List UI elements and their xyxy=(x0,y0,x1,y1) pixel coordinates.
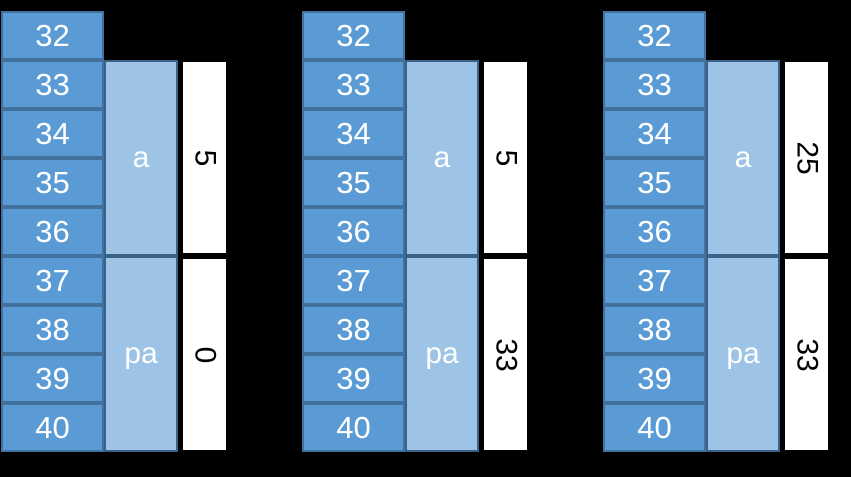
address-column: 32 33 34 35 36 37 38 39 40 xyxy=(302,11,405,452)
memory-cell-label: 37 xyxy=(637,263,672,298)
memory-cell: 36 xyxy=(603,207,706,256)
memory-cell: 39 xyxy=(603,354,706,403)
memory-cell-label: 39 xyxy=(336,361,371,396)
value-column: 5 33 xyxy=(482,60,529,452)
value-box-pa: 0 xyxy=(181,257,228,452)
memory-cell: 34 xyxy=(1,109,104,158)
region-pa-label: pa xyxy=(726,337,760,370)
memory-cell: 38 xyxy=(603,305,706,354)
memory-cell-label: 32 xyxy=(336,18,371,53)
memory-cell-label: 40 xyxy=(35,410,70,445)
address-column: 32 33 34 35 36 37 38 39 40 xyxy=(603,11,706,452)
memory-cell-label: 38 xyxy=(35,312,70,347)
memory-cell-label: 33 xyxy=(336,67,371,102)
rotated-value-a: 5 xyxy=(188,149,222,166)
memory-cell-label: 38 xyxy=(637,312,672,347)
memory-cell-label: 39 xyxy=(637,361,672,396)
memory-cell: 33 xyxy=(1,60,104,109)
value-column: 5 0 xyxy=(181,60,228,452)
memory-cell-label: 37 xyxy=(336,263,371,298)
memory-cell: 39 xyxy=(302,354,405,403)
rotated-value-a: 5 xyxy=(489,149,523,166)
memory-cell: 32 xyxy=(302,11,405,60)
memory-cell: 36 xyxy=(1,207,104,256)
memory-cell: 35 xyxy=(603,158,706,207)
region-pa-box: pa xyxy=(405,256,479,452)
memory-cell-label: 35 xyxy=(336,165,371,200)
region-column: a pa xyxy=(405,60,479,452)
memory-cell: 32 xyxy=(603,11,706,60)
memory-cell: 35 xyxy=(302,158,405,207)
region-a-label: a xyxy=(132,141,150,174)
memory-cell: 33 xyxy=(302,60,405,109)
memory-diagram-group-3: 32 33 34 35 36 37 38 39 40 a pa 25 33 xyxy=(603,11,830,452)
memory-cell: 37 xyxy=(302,256,405,305)
rotated-value-pa: 33 xyxy=(489,337,523,372)
region-a-box: a xyxy=(706,60,780,256)
memory-cell-label: 34 xyxy=(336,116,371,151)
region-pa-box: pa xyxy=(706,256,780,452)
memory-cell-label: 38 xyxy=(336,312,371,347)
region-a-label: a xyxy=(433,141,451,174)
memory-cell: 37 xyxy=(1,256,104,305)
region-pa-label: pa xyxy=(425,337,459,370)
region-a-label: a xyxy=(734,141,752,174)
memory-cell: 38 xyxy=(1,305,104,354)
memory-cell-label: 35 xyxy=(35,165,70,200)
value-box-a: 5 xyxy=(181,60,228,255)
value-box-a: 25 xyxy=(783,60,830,255)
region-a-box: a xyxy=(104,60,178,256)
rotated-value-a: 25 xyxy=(790,140,824,175)
memory-cell-label: 32 xyxy=(637,18,672,53)
memory-cell-label: 34 xyxy=(637,116,672,151)
memory-cell: 34 xyxy=(302,109,405,158)
memory-cell: 37 xyxy=(603,256,706,305)
memory-cell-label: 35 xyxy=(637,165,672,200)
memory-cell: 39 xyxy=(1,354,104,403)
value-box-pa: 33 xyxy=(783,257,830,452)
region-pa-box: pa xyxy=(104,256,178,452)
rotated-value-pa: 33 xyxy=(790,337,824,372)
memory-cell-label: 39 xyxy=(35,361,70,396)
rotated-value-pa: 0 xyxy=(188,346,222,363)
memory-cell: 36 xyxy=(302,207,405,256)
value-box-a: 5 xyxy=(482,60,529,255)
memory-cell: 40 xyxy=(302,403,405,452)
memory-cell-label: 40 xyxy=(336,410,371,445)
memory-cell: 34 xyxy=(603,109,706,158)
memory-cell-label: 36 xyxy=(637,214,672,249)
memory-cell-label: 36 xyxy=(35,214,70,249)
memory-diagram-group-1: 32 33 34 35 36 37 38 39 40 a pa 5 0 xyxy=(1,11,228,452)
memory-cell: 40 xyxy=(603,403,706,452)
memory-cell: 40 xyxy=(1,403,104,452)
value-box-pa: 33 xyxy=(482,257,529,452)
memory-cell-label: 36 xyxy=(336,214,371,249)
memory-cell-label: 32 xyxy=(35,18,70,53)
memory-cell: 35 xyxy=(1,158,104,207)
region-column: a pa xyxy=(706,60,780,452)
memory-cell: 33 xyxy=(603,60,706,109)
memory-cell-label: 40 xyxy=(637,410,672,445)
region-pa-label: pa xyxy=(124,337,158,370)
memory-cell-label: 33 xyxy=(637,67,672,102)
address-column: 32 33 34 35 36 37 38 39 40 xyxy=(1,11,104,452)
memory-cell-label: 37 xyxy=(35,263,70,298)
region-a-box: a xyxy=(405,60,479,256)
memory-cell: 32 xyxy=(1,11,104,60)
memory-cell-label: 34 xyxy=(35,116,70,151)
memory-cell-label: 33 xyxy=(35,67,70,102)
memory-cell: 38 xyxy=(302,305,405,354)
memory-diagram-group-2: 32 33 34 35 36 37 38 39 40 a pa 5 33 xyxy=(302,11,529,452)
value-column: 25 33 xyxy=(783,60,830,452)
region-column: a pa xyxy=(104,60,178,452)
